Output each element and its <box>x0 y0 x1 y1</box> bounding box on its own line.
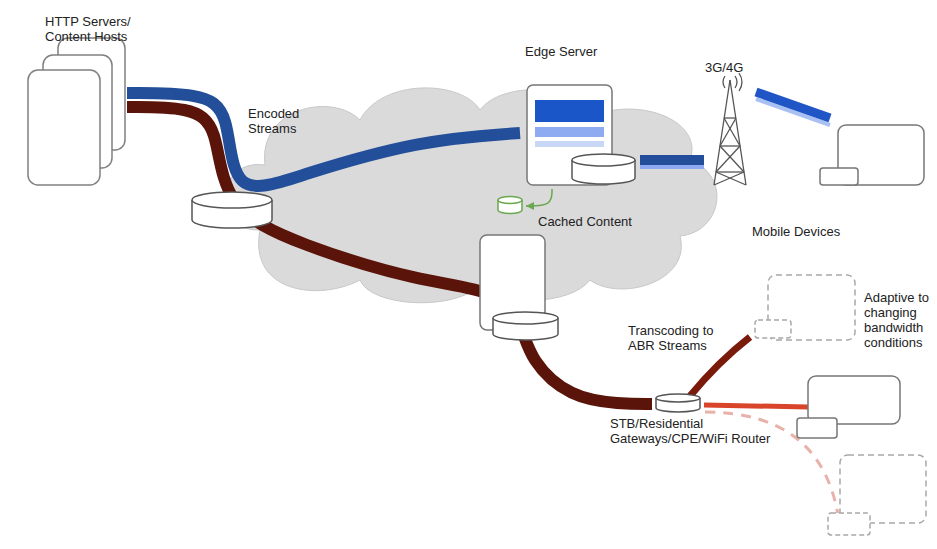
phone-outline <box>797 418 837 438</box>
node-label: 3G/4G <box>705 60 743 75</box>
residential-gateway-icon <box>652 394 704 414</box>
screen-bar <box>535 127 604 137</box>
connector-group <box>526 189 552 206</box>
transcoding-server <box>480 235 558 340</box>
laptop-outline <box>808 376 900 424</box>
mobile-device: Mobile Devices <box>752 118 930 241</box>
edge-server: Edge Server <box>520 44 640 189</box>
node-label: STB/Residential Gateways/CPE/WiFi Router <box>610 416 782 446</box>
node-label: HTTP Servers/ Content Hosts <box>45 14 150 44</box>
tower-strut <box>716 146 740 172</box>
tower-strut <box>720 146 744 172</box>
screen-bar <box>535 100 604 122</box>
cache-disk-icon <box>494 196 526 216</box>
phone-outline <box>828 513 870 535</box>
disk-top <box>498 197 522 204</box>
tower-strut <box>720 145 740 146</box>
node-label: Cached Content <box>538 214 632 229</box>
abr-stream-down <box>705 412 838 515</box>
tower-strut <box>716 171 744 172</box>
stream-stripe <box>640 165 704 169</box>
server-disk-top <box>493 312 558 324</box>
router-top <box>192 192 272 208</box>
cell-tower-icon <box>704 58 756 188</box>
server-stack: HTTP Servers/ Content Hosts <box>25 12 127 190</box>
antenna-wave <box>739 73 742 91</box>
device-dashed-top <box>755 275 855 340</box>
disk-top <box>572 154 635 166</box>
core-router <box>192 192 272 228</box>
connector-group <box>756 92 830 125</box>
screen-bar <box>535 141 604 147</box>
server-card <box>28 70 100 185</box>
node-label: Edge Server <box>525 44 597 59</box>
cell-tower: 3G/4G <box>704 58 756 188</box>
device-dashed-bottom <box>828 455 926 535</box>
node-label: Mobile Devices <box>752 224 840 239</box>
cache-arrow <box>526 189 552 206</box>
cache-disk: Cached Content <box>494 196 526 216</box>
phone-outline <box>820 168 858 185</box>
radio-link <box>640 155 704 165</box>
antenna-wave <box>723 76 725 88</box>
adaptive-note: Adaptive to changing bandwidth condition… <box>864 290 932 350</box>
residential-gateway: STB/Residential Gateways/CPE/WiFi Router <box>652 394 704 414</box>
tower-strut <box>724 118 740 146</box>
tower-strut <box>716 172 746 185</box>
tower-strut <box>724 117 736 118</box>
connector-group <box>640 160 704 167</box>
edge-server-icon <box>520 44 640 189</box>
laptop-outline <box>840 455 926 523</box>
disk-top <box>656 394 700 402</box>
radio-beam <box>756 92 830 118</box>
device-middle <box>797 376 900 438</box>
mobile-device-icon <box>752 118 930 241</box>
stream-note: Encoded Streams <box>248 106 338 136</box>
antenna-wave <box>735 76 737 88</box>
abr-stream-mid <box>704 405 808 407</box>
phone-outline <box>755 320 791 338</box>
network-cloud <box>225 88 717 303</box>
tower-strut <box>714 172 744 185</box>
transcoding-note: Transcoding to ABR Streams <box>628 323 728 353</box>
tower-strut <box>720 118 736 146</box>
